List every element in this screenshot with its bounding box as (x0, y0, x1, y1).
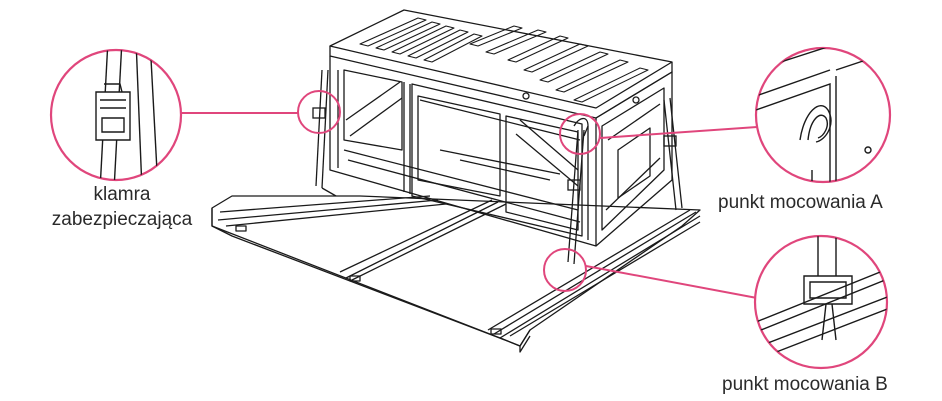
label-anchor-point-b: punkt mocowania B (722, 374, 888, 395)
callout-lines (181, 90, 758, 299)
label-securing-clasp-line2: zabezpieczająca (51, 209, 193, 230)
rail-base (211, 195, 701, 353)
detail-buckle-left (49, 48, 183, 182)
label-securing-clasp-line1: klamra (93, 184, 151, 205)
label-securing-clasp: klamra zabezpieczająca (22, 182, 222, 232)
callout-marker-a (559, 113, 601, 155)
callout-marker-b (543, 248, 587, 292)
detail-buckle-b (753, 234, 889, 370)
straps (312, 69, 683, 265)
label-anchor-point-a: punkt mocowania A (718, 192, 883, 213)
detail-hook-a (754, 46, 892, 184)
cargo-box (329, 9, 673, 247)
